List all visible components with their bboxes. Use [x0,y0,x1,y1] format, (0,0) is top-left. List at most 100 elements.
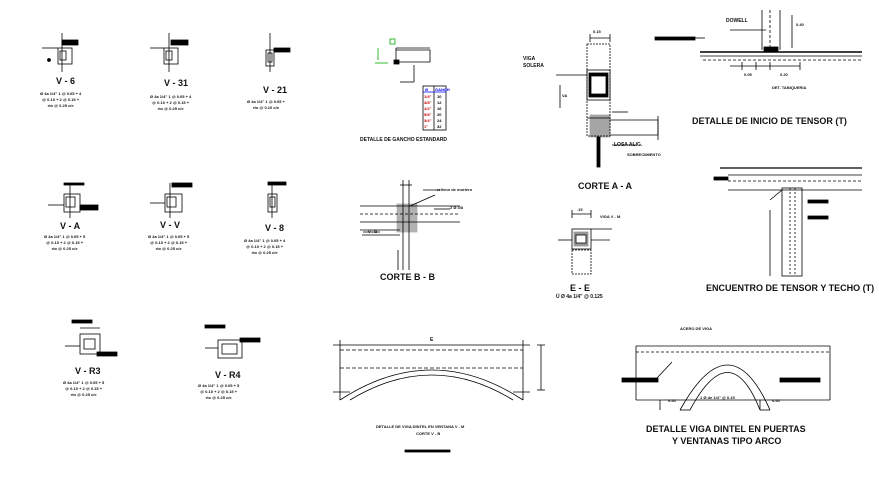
beam-label-v8: V - 8 [265,223,285,233]
corte-aa-va: VA [562,93,568,98]
corte-ee-note: Ú Ø 4a 1/4" @ 0.125 [556,294,603,300]
inicio-dim-1: 0.40 [796,22,804,27]
beam-label-vr3: V - R3 [75,366,101,376]
beam-label-vv: V - V [160,220,181,230]
corte-aa-losa: LOSA ALIG. [614,142,643,148]
beam-note-v6-line3: rto @ 0.25 c/e [47,103,74,108]
beam-note-vr3-line2: @ 0.10 + 2 @ 0.15 + [65,386,103,391]
inicio-tensor-drawing [654,10,862,70]
corte-ee-drawing [558,210,612,275]
table-cell: 12 [437,100,442,105]
corte-aa-viga: VIGA [523,56,536,62]
beam-note-v6: Ø 4a 1/4" 1 @ 0.05 + 4@ 0.10 + 2 @ 0.15 … [40,91,81,109]
dintel-ventana-sub: CORTE V - B [416,431,441,436]
section-vv [150,182,193,218]
corte-aa-solera: SOLERA [523,63,544,69]
section-v6 [42,33,79,72]
beam-note-vr3-line3: rto @ 0.25 c/e [70,392,97,397]
inicio-dim-2: 0.05 [744,72,752,77]
section-v8 [267,181,287,218]
arco-dim-left: 0.40 [668,398,676,403]
table-cell: 20 [437,112,442,117]
inicio-tensor-title: DETALLE DE INICIO DE TENSOR (T) [692,116,847,126]
beam-note-vr4-line1: Ø 4a 1/4" 1 @ 0.05 + 5 [198,383,240,388]
beam-note-vv-line2: @ 0.10 + 2 @ 0.15 + [150,240,188,245]
encuentro-drawing [713,167,862,277]
table-cell: 1/4" [424,94,432,99]
section-vr3 [65,319,118,357]
beam-note-v21-line2: rto @ 0.10 c/e [253,105,279,110]
beam-note-vr4-line3: rto @ 0.25 c/e [205,395,232,400]
section-v21 [265,33,291,72]
arco-dim-right: 0.40 [772,398,780,403]
corte-aa-title: CORTE A - A [578,181,632,191]
arco-note: ACERO DE VIGA [680,326,713,331]
beam-note-vr3: Ø 4a 1/4" 1 @ 0.05 + 5@ 0.10 + 2 @ 0.15 … [63,380,104,398]
beam-label-v21: V - 21 [263,85,288,95]
dintel-arco-drawing [621,345,831,411]
table-cell: 3/8" [424,100,432,105]
section-vr4 [204,324,261,359]
table-cell: 10 [437,94,442,99]
beam-note-v8-line2: @ 0.10 + 2 @ 0.15 + [246,244,284,249]
beam-note-v8: Ø 4a 1/4" 1 @ 0.05 + 4@ 0.10 + 2 @ 0.15 … [244,238,285,256]
corte-ee-beam: VIGA V - M [600,214,621,219]
inicio-dim-3: 0.20 [780,72,788,77]
table-cell: 3/4" [424,118,432,123]
beam-note-va-line2: @ 0.10 + 2 @ 0.15 + [46,240,84,245]
corte-bb-bar: 2 Ø 3/8 [450,205,464,210]
beam-note-v8-line1: Ø 4a 1/4" 1 @ 0.05 + 4 [244,238,286,243]
beam-note-vv-line3: rto @ 0.25 c/e [155,246,182,251]
dowel-label: DOWELL [726,18,748,24]
table-header-dia: Ø [425,87,429,92]
table-header-hook: GANCH [435,87,450,92]
corte-bb-title: CORTE B - B [380,272,435,282]
beam-note-vv: Ø 4a 1/4" 1 @ 0.05 + 5@ 0.10 + 2 @ 0.15 … [148,234,189,252]
beam-note-vr4: Ø 4a 1/4" 1 @ 0.05 + 5@ 0.10 + 2 @ 0.15 … [198,383,239,401]
corte-aa-sobre: SOBRECIMIENTO [627,152,661,157]
beam-note-va-line3: rto @ 0.25 c/e [51,246,78,251]
table-cell: 5/8" [424,112,432,117]
beam-label-v6: V - 6 [56,76,76,86]
hook-table [422,85,447,131]
beam-note-v8-line3: rto @ 0.25 c/e [251,250,278,255]
corte-ee-dim: .15 [577,207,583,212]
beam-note-v31-line2: @ 0.10 + 2 @ 0.15 + [152,100,190,105]
corte-aa-dim: 0.15 [593,29,601,34]
beam-note-v21-line1: Ø 4a 1/4" 1 @ 0.05 + [247,99,285,104]
beam-note-v31-line3: rto @ 0.25 c/e [157,106,184,111]
corte-aa-drawing [556,34,659,168]
beam-label-va: V - A [60,221,81,231]
dintel-ventana-drawing [333,340,545,453]
beam-label-v31: V - 31 [164,78,189,88]
table-cell: 32 [437,124,442,129]
corte-bb-drawing [360,180,460,270]
beam-note-v31-line1: Ø 4a 1/4" 1 @ 0.05 + 4 [150,94,192,99]
beam-note-vr4-line2: @ 0.10 + 2 @ 0.15 + [200,389,238,394]
beam-note-va-line1: Ø 4a 1/4" 1 @ 0.05 + 5 [44,234,86,239]
beam-label-vr4: V - R4 [215,370,241,380]
gancho-title: DETALLE DE GANCHO ESTANDARD [360,137,448,143]
table-cell: 1" [424,124,429,129]
table-cell: 16 [437,106,442,111]
hook-detail [375,38,431,83]
encuentro-title: ENCUENTRO DE TENSOR Y TECHO (T) [706,283,875,293]
dintel-ventana-title: DETALLE DE VIGA DINTEL EN VENTANA V - M [376,424,465,429]
arco-title-line2: Y VENTANAS TIPO ARCO [672,436,782,446]
corte-bb-vb: V - B [368,229,378,234]
section-v31 [150,33,189,72]
arco-bar: 1 Ø de 1/4" @ 0.15 [700,395,735,400]
corte-ee-title: E - E [570,283,591,293]
table-cell: 1/2" [424,106,432,111]
inicio-sub: DET. TABIQUERIA [772,85,807,90]
section-va [48,182,99,218]
beam-note-vr3-line1: Ø 4a 1/4" 1 @ 0.05 + 5 [63,380,105,385]
arco-title-line1: DETALLE VIGA DINTEL EN PUERTAS [646,424,806,434]
beam-note-vv-line1: Ø 4a 1/4" 1 @ 0.05 + 5 [148,234,190,239]
beam-note-va: Ø 4a 1/4" 1 @ 0.05 + 5@ 0.10 + 2 @ 0.15 … [44,234,85,252]
beam-note-v31: Ø 4a 1/4" 1 @ 0.05 + 4@ 0.10 + 2 @ 0.15 … [150,94,191,112]
corte-bb-note: relleno de mortero [437,187,473,192]
table-cell: 24 [437,118,442,123]
beam-note-v21: Ø 4a 1/4" 1 @ 0.05 +rto @ 0.10 c/e [247,99,285,111]
